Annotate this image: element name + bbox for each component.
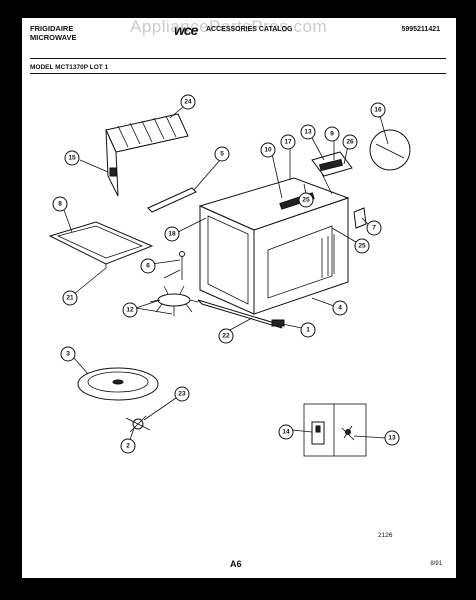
part-1-switch [271, 319, 285, 327]
brand-block: FRIGIDAIRE MICROWAVE [30, 24, 77, 42]
callout-24: 24 [180, 94, 196, 110]
callout-10: 10 [260, 142, 276, 158]
wce-logo: wce [174, 22, 198, 38]
svg-text:16: 16 [374, 107, 382, 114]
svg-text:4: 4 [338, 305, 342, 312]
control-assembly [311, 151, 353, 195]
svg-text:8: 8 [58, 201, 62, 208]
svg-text:2: 2 [126, 443, 130, 450]
part-12-support [149, 285, 199, 316]
svg-text:13: 13 [388, 435, 396, 442]
svg-text:18: 18 [168, 231, 176, 238]
part-3-glass-tray [77, 367, 159, 401]
svg-text:23: 23 [178, 391, 186, 398]
page-number: A6 [230, 559, 242, 569]
inset-parts-box [303, 403, 367, 457]
callout-17: 17 [280, 134, 296, 150]
part-16-detail [369, 129, 411, 171]
svg-text:25: 25 [358, 243, 366, 250]
part-8-tray [48, 221, 154, 268]
callout-12: 12 [122, 302, 138, 318]
part-7-bracket [353, 207, 367, 229]
svg-text:26: 26 [346, 139, 354, 146]
oven-cavity [198, 177, 350, 315]
revision-date: 8/91 [430, 561, 442, 567]
callout-15: 15 [64, 150, 80, 166]
callout-7: 7 [366, 220, 382, 236]
callout-13-inset: 13 [384, 430, 400, 446]
svg-text:5: 5 [220, 151, 224, 158]
callout-13: 13 [300, 124, 316, 140]
callout-1: 1 [300, 322, 316, 338]
callout-4: 4 [332, 300, 348, 316]
svg-text:13: 13 [304, 129, 312, 136]
callout-5: 5 [214, 146, 230, 162]
callout-21: 21 [62, 290, 78, 306]
drawing-code: 2126 [378, 532, 393, 539]
brand-line-2: MICROWAVE [30, 33, 77, 42]
model-line: MODEL MCT1370P LOT 1 [30, 64, 109, 71]
part-number: 5995211421 [401, 26, 440, 33]
svg-text:10: 10 [264, 147, 272, 154]
callout-8: 8 [52, 196, 68, 212]
part-22-base [197, 299, 283, 329]
svg-text:14: 14 [282, 429, 290, 436]
svg-text:3: 3 [66, 351, 70, 358]
callout-6: 6 [140, 258, 156, 274]
watermark: AppliancePartsPros.com [130, 18, 328, 36]
svg-text:15: 15 [68, 155, 76, 162]
exploded-view: 24 15 5 8 21 6 12 18 22 10 17 13 9 26 16… [48, 94, 411, 457]
part-24-panel [105, 113, 189, 197]
svg-text:25: 25 [302, 197, 310, 204]
svg-text:24: 24 [184, 99, 192, 106]
svg-text:21: 21 [66, 295, 74, 302]
part-6-shaft [179, 251, 185, 280]
svg-text:22: 22 [222, 333, 230, 340]
callout-9: 9 [324, 126, 340, 142]
svg-text:17: 17 [284, 139, 292, 146]
catalog-title: ACCESSORIES CATALOG [206, 26, 293, 33]
svg-text:1: 1 [306, 327, 310, 334]
callout-22: 22 [218, 328, 234, 344]
callout-3: 3 [60, 346, 76, 362]
svg-text:12: 12 [126, 307, 134, 314]
parts-diagram-page: AppliancePartsPros.com FRIGIDAIRE MICROW… [22, 18, 456, 578]
callout-2: 2 [120, 438, 136, 454]
header-rule-top [30, 58, 446, 59]
callout-25: 25 [298, 192, 314, 208]
callout-23: 23 [174, 386, 190, 402]
callout-25-b: 25 [354, 238, 370, 254]
leader-lines [63, 105, 387, 441]
callout-16: 16 [370, 102, 386, 118]
part-23-roller [125, 415, 151, 433]
svg-text:7: 7 [372, 225, 376, 232]
callout-26: 26 [342, 134, 358, 150]
brand-line-1: FRIGIDAIRE [30, 24, 74, 33]
part-5-rail [147, 187, 197, 213]
callout-14: 14 [278, 424, 294, 440]
header-rule-bottom [30, 73, 446, 74]
svg-text:9: 9 [330, 131, 334, 138]
svg-text:6: 6 [146, 263, 150, 270]
callout-18: 18 [164, 226, 180, 242]
